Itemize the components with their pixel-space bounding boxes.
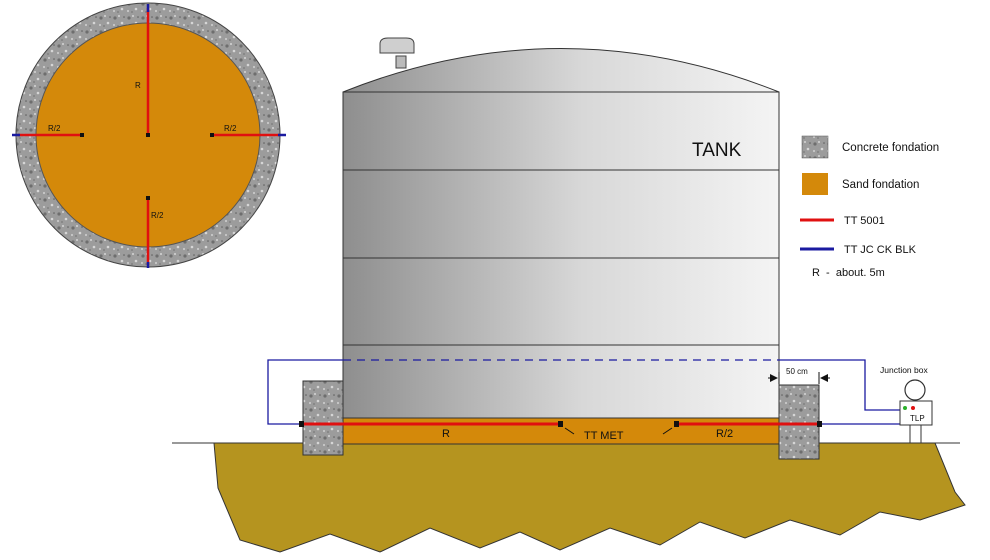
junction-box-lamp-icon xyxy=(904,379,926,401)
concrete-block-left xyxy=(302,380,344,456)
plan-end-center xyxy=(146,133,150,137)
legend-sand-label: Sand fondation xyxy=(842,179,919,191)
section-label-r: R xyxy=(442,428,450,440)
plan-end-bottom xyxy=(146,196,150,200)
cable-end-marker xyxy=(674,421,679,427)
blue-cable-left xyxy=(267,359,343,425)
tank-shell xyxy=(342,91,780,419)
legend-r-note: R - about. 5m xyxy=(812,267,885,279)
concrete-block-right xyxy=(778,384,820,460)
junction-box: Junction box TLP xyxy=(880,365,933,443)
tlp-label: TLP xyxy=(910,414,925,423)
tank-roof xyxy=(342,48,780,93)
tank: TANK xyxy=(342,37,780,419)
ground xyxy=(213,442,966,553)
plan-view: R R/2 R/2 R/2 xyxy=(12,2,286,268)
plan-label-r: R xyxy=(135,81,141,90)
plan-label-bottom: R/2 xyxy=(151,211,164,220)
plan-end-left xyxy=(80,133,84,137)
cable-end-marker xyxy=(558,421,563,427)
section-label-tt-met: TT MET xyxy=(584,430,624,442)
tlp-box xyxy=(899,400,933,426)
legend-red-label: TT 5001 xyxy=(844,215,885,227)
legend-concrete-swatch xyxy=(801,135,829,159)
cable-end-marker xyxy=(817,421,822,427)
tt-met-pointer xyxy=(662,427,673,435)
plan-end-right xyxy=(210,133,214,137)
junction-box-label: Junction box xyxy=(880,365,928,375)
plan-label-left: R/2 xyxy=(48,124,61,133)
vent-icon xyxy=(379,37,415,69)
tank-label: TANK xyxy=(692,140,742,161)
dimension-label: 50 cm xyxy=(786,367,808,376)
cable-end-marker xyxy=(299,421,304,427)
tt-met-pointer xyxy=(564,427,575,435)
legend-sand-swatch xyxy=(802,173,828,195)
led-red-icon xyxy=(911,406,915,410)
dimension-50cm: 50 cm xyxy=(768,367,830,384)
plan-label-right: R/2 xyxy=(224,124,237,133)
led-green-icon xyxy=(903,406,907,410)
legend: Concrete fondation Sand fondation TT 500… xyxy=(800,135,939,279)
legend-concrete-label: Concrete fondation xyxy=(842,142,939,154)
blue-cable-right xyxy=(779,359,900,411)
section-label-r2: R/2 xyxy=(716,428,733,440)
legend-blue-label: TT JC CK BLK xyxy=(844,244,917,256)
